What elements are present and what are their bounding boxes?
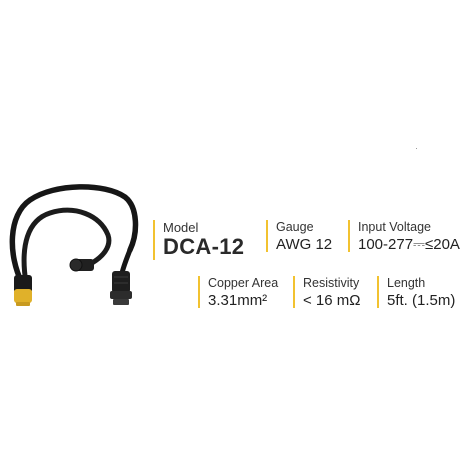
spec-length-value: 5ft. (1.5m) bbox=[387, 292, 456, 309]
spec-model: Model DCA-12 bbox=[153, 220, 244, 260]
spec-length-label: Length bbox=[387, 276, 426, 290]
spec-resistivity-label: Resistivity bbox=[303, 276, 360, 290]
spec-model-value: DCA-12 bbox=[163, 234, 245, 259]
spec-copper-area-value: 3.31mm² bbox=[208, 292, 268, 309]
spec-input-voltage: Input Voltage 100-277⎓≤20A bbox=[348, 220, 460, 253]
spec-copper-area-label: Copper Area bbox=[208, 276, 279, 290]
spec-gauge-value: AWG 12 bbox=[276, 236, 333, 253]
spec-input-voltage-label: Input Voltage bbox=[358, 220, 431, 234]
spec-gauge-label: Gauge bbox=[276, 220, 314, 234]
spec-gauge: Gauge AWG 12 bbox=[266, 220, 333, 253]
cable-image bbox=[9, 184, 139, 306]
spec-length: Length 5ft. (1.5m) bbox=[377, 276, 456, 309]
spec-resistivity: Resistivity < 16 mΩ bbox=[293, 276, 361, 309]
spec-model-label: Model bbox=[163, 220, 199, 235]
spec-resistivity-value: < 16 mΩ bbox=[303, 292, 361, 309]
decorative-speck bbox=[416, 148, 417, 149]
spec-copper-area: Copper Area 3.31mm² bbox=[198, 276, 279, 309]
spec-input-voltage-value: 100-277⎓≤20A bbox=[358, 236, 460, 253]
